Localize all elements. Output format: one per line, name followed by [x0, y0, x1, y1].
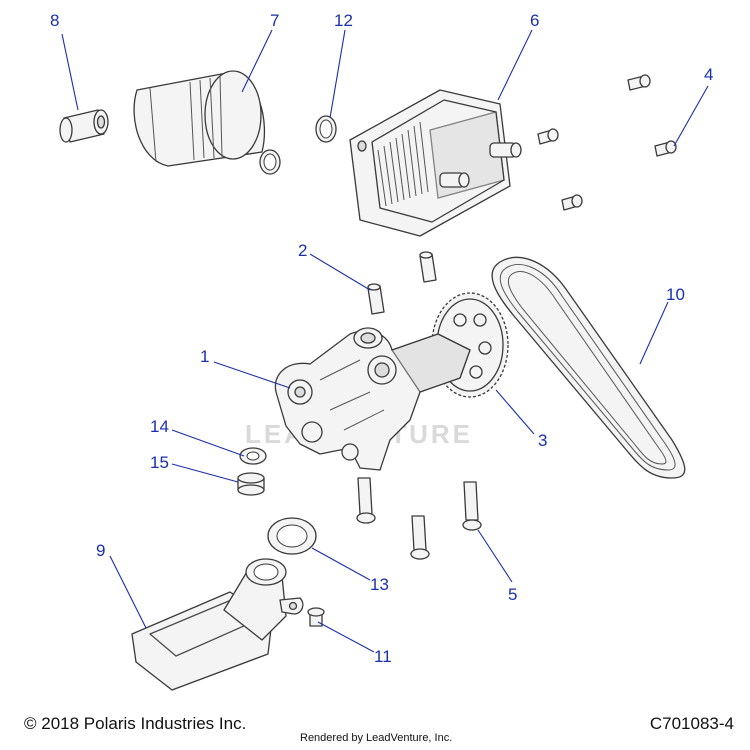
- callout-5: 5: [508, 585, 517, 604]
- callout-7: 7: [270, 11, 279, 30]
- part-8-sleeve: [59, 109, 109, 143]
- part-5-bolts: [356, 477, 482, 560]
- callout-4: 4: [704, 65, 713, 84]
- part-14-washer: [239, 447, 267, 465]
- callout-15: 15: [150, 453, 169, 472]
- part-15-drain-plug: [237, 472, 265, 496]
- callout-1: 1: [200, 347, 209, 366]
- leader-lines: [61, 29, 709, 653]
- callout-11: 11: [374, 647, 392, 666]
- diagram-id: C701083-4: [649, 714, 734, 733]
- copyright-text: © 2018 Polaris Industries Inc.: [24, 714, 247, 733]
- part-6-oil-cooler: [349, 89, 522, 237]
- callout-3: 3: [538, 431, 547, 450]
- part-12-o-ring: [315, 115, 337, 143]
- part-10-drive-belt: [491, 256, 686, 479]
- part-1-oil-pump: [274, 327, 471, 471]
- rendered-by-text: Rendered by LeadVenture, Inc.: [300, 732, 453, 744]
- callout-12: 12: [334, 11, 353, 30]
- callout-8: 8: [50, 11, 59, 30]
- part-9-oil-pickup: [131, 558, 304, 691]
- part-11-bolt: [307, 607, 325, 627]
- callout-2: 2: [298, 241, 307, 260]
- part-2-dowel-pins: [367, 251, 437, 315]
- part-7-oil-filter: [133, 70, 266, 167]
- part-4-bolts: [537, 74, 677, 211]
- callout-13: 13: [370, 575, 389, 594]
- callout-labels: 8 7 12 6 4 2 1 10 3 14 15 5 9 13 11: [50, 11, 713, 666]
- part-13-seal: [267, 517, 317, 555]
- callout-14: 14: [150, 417, 169, 436]
- callout-9: 9: [96, 541, 105, 560]
- callout-6: 6: [530, 11, 539, 30]
- callout-10: 10: [666, 285, 685, 304]
